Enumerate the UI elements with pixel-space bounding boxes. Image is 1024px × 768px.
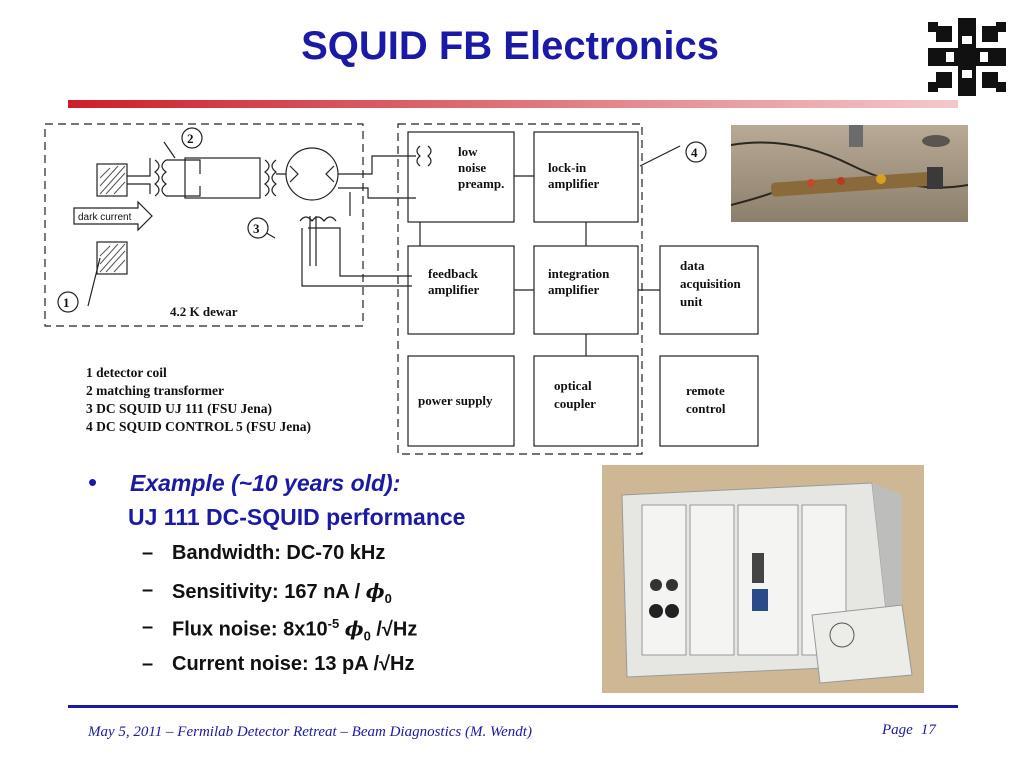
flux-noise-prefix: Flux noise: 8x10 bbox=[172, 618, 328, 641]
diagram-legend: 1 detector coil 2 matching transformer 3… bbox=[86, 364, 311, 436]
legend-item: 4 DC SQUID CONTROL 5 (FSU Jena) bbox=[86, 419, 312, 434]
callout-2: 2 bbox=[187, 131, 194, 146]
page-label: Page bbox=[882, 722, 913, 738]
page-number: Page 17 bbox=[882, 722, 936, 739]
dash: – bbox=[142, 653, 154, 675]
footer-rule bbox=[68, 705, 958, 708]
header-rule bbox=[68, 100, 958, 108]
phi-subscript: 0 bbox=[384, 591, 392, 606]
phi-symbol: ϕ bbox=[344, 616, 364, 641]
performance-heading: UJ 111 DC-SQUID performance bbox=[128, 504, 466, 530]
dash: – bbox=[142, 542, 154, 564]
power-supply-label: power supply bbox=[418, 393, 493, 408]
lockin-label-1: lock-in bbox=[548, 160, 587, 175]
legend-item: 3 DC SQUID UJ 111 (FSU Jena) bbox=[86, 401, 273, 416]
lockin-label-2: amplifier bbox=[548, 176, 599, 191]
preamp-label-2: noise bbox=[458, 160, 486, 175]
integration-label-1: integration bbox=[548, 266, 610, 281]
callout-3: 3 bbox=[253, 221, 260, 236]
phi-symbol: ϕ bbox=[365, 579, 385, 603]
example-heading: Example (~10 years old): bbox=[130, 470, 401, 496]
daq-label-3: unit bbox=[680, 294, 703, 309]
dash: – bbox=[142, 579, 154, 601]
preamp-label-3: preamp. bbox=[458, 176, 504, 191]
bullet-marker: • bbox=[88, 467, 98, 497]
block-diagram: 1 2 3 4 dark current 4.2 K dewar low noi… bbox=[44, 123, 759, 455]
callout-4: 4 bbox=[691, 145, 698, 160]
dash: – bbox=[142, 616, 154, 638]
legend-item: 2 matching transformer bbox=[86, 383, 224, 398]
feedback-label-1: feedback bbox=[428, 266, 479, 281]
squid-probe-photo bbox=[731, 125, 968, 222]
flux-noise-suffix: /√Hz bbox=[370, 618, 418, 641]
current-noise-text: Current noise: 13 pA /√Hz bbox=[172, 653, 415, 675]
flux-exponent: -5 bbox=[327, 616, 340, 631]
preamp-label-1: low bbox=[458, 144, 478, 159]
bandwidth-text: Bandwidth: DC-70 kHz bbox=[172, 542, 386, 564]
page-number-value: 17 bbox=[920, 722, 936, 738]
callout-1: 1 bbox=[63, 295, 70, 310]
flux-noise-text: Flux noise: 8x10-5 ϕ0 /√Hz bbox=[172, 616, 417, 644]
phi-subscript: 0 bbox=[363, 628, 371, 644]
daq-label-2: acquisition bbox=[680, 276, 741, 291]
dewar-label: 4.2 K dewar bbox=[170, 304, 238, 319]
feedback-label-2: amplifier bbox=[428, 282, 479, 297]
sensitivity-prefix: Sensitivity: 167 nA / bbox=[172, 581, 366, 603]
optical-label-1: optical bbox=[554, 378, 592, 393]
sensitivity-text: Sensitivity: 167 nA / ϕ0 bbox=[172, 579, 392, 606]
legend-item: 1 detector coil bbox=[86, 365, 167, 380]
slide-title: SQUID FB Electronics bbox=[301, 24, 719, 68]
remote-label-1: remote bbox=[686, 383, 725, 398]
remote-label-2: control bbox=[686, 401, 726, 416]
integration-label-2: amplifier bbox=[548, 282, 599, 297]
dark-current-label: dark current bbox=[78, 212, 132, 223]
optical-label-2: coupler bbox=[554, 396, 596, 411]
footer-text: May 5, 2011 – Fermilab Detector Retreat … bbox=[88, 724, 532, 740]
daq-label-1: data bbox=[680, 258, 705, 273]
fermilab-logo-icon bbox=[928, 18, 1006, 96]
squid-control-photo bbox=[602, 465, 924, 693]
